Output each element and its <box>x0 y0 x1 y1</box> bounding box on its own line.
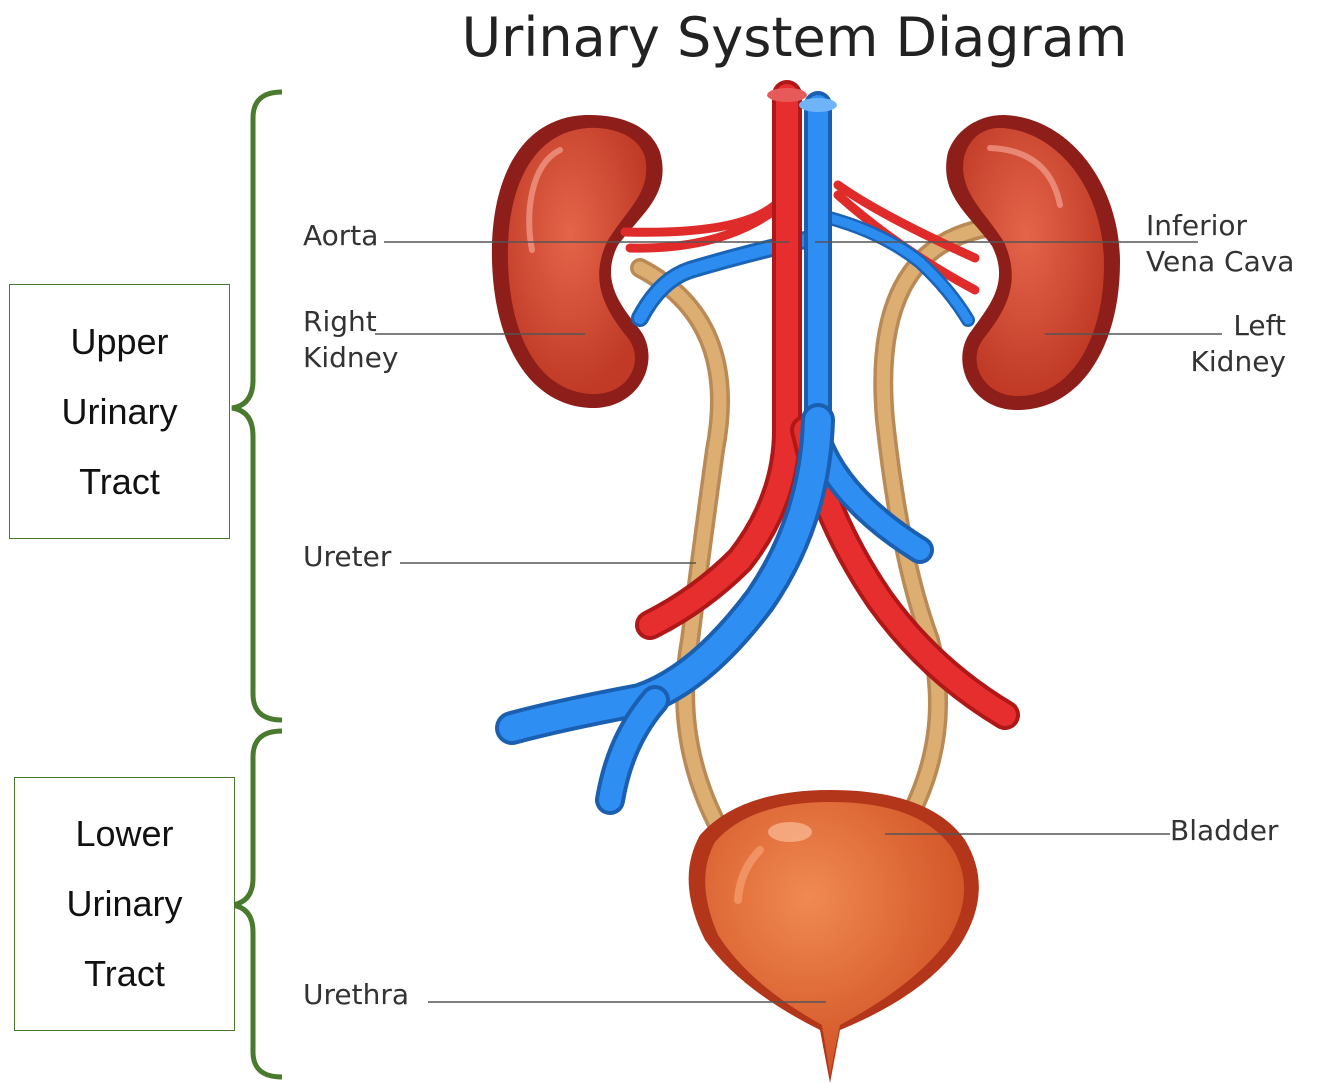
right-kidney-label: Right Kidney <box>303 304 398 376</box>
bladder-label: Bladder <box>1170 813 1278 849</box>
left-kidney-label: Left Kidney <box>1186 308 1286 380</box>
upper-urinary-tract-box: Upper Urinary Tract <box>9 284 230 539</box>
lower-urinary-tract-box: Lower Urinary Tract <box>14 777 235 1031</box>
inferior-vena-cava-label: Inferior Vena Cava <box>1146 208 1294 280</box>
ureter-label: Ureter <box>303 539 391 575</box>
aorta-label: Aorta <box>303 218 378 254</box>
upper-tract-bracket <box>232 92 282 720</box>
urethra-label: Urethra <box>303 977 409 1013</box>
lower-tract-bracket <box>232 731 282 1077</box>
left-kidney <box>946 115 1120 410</box>
